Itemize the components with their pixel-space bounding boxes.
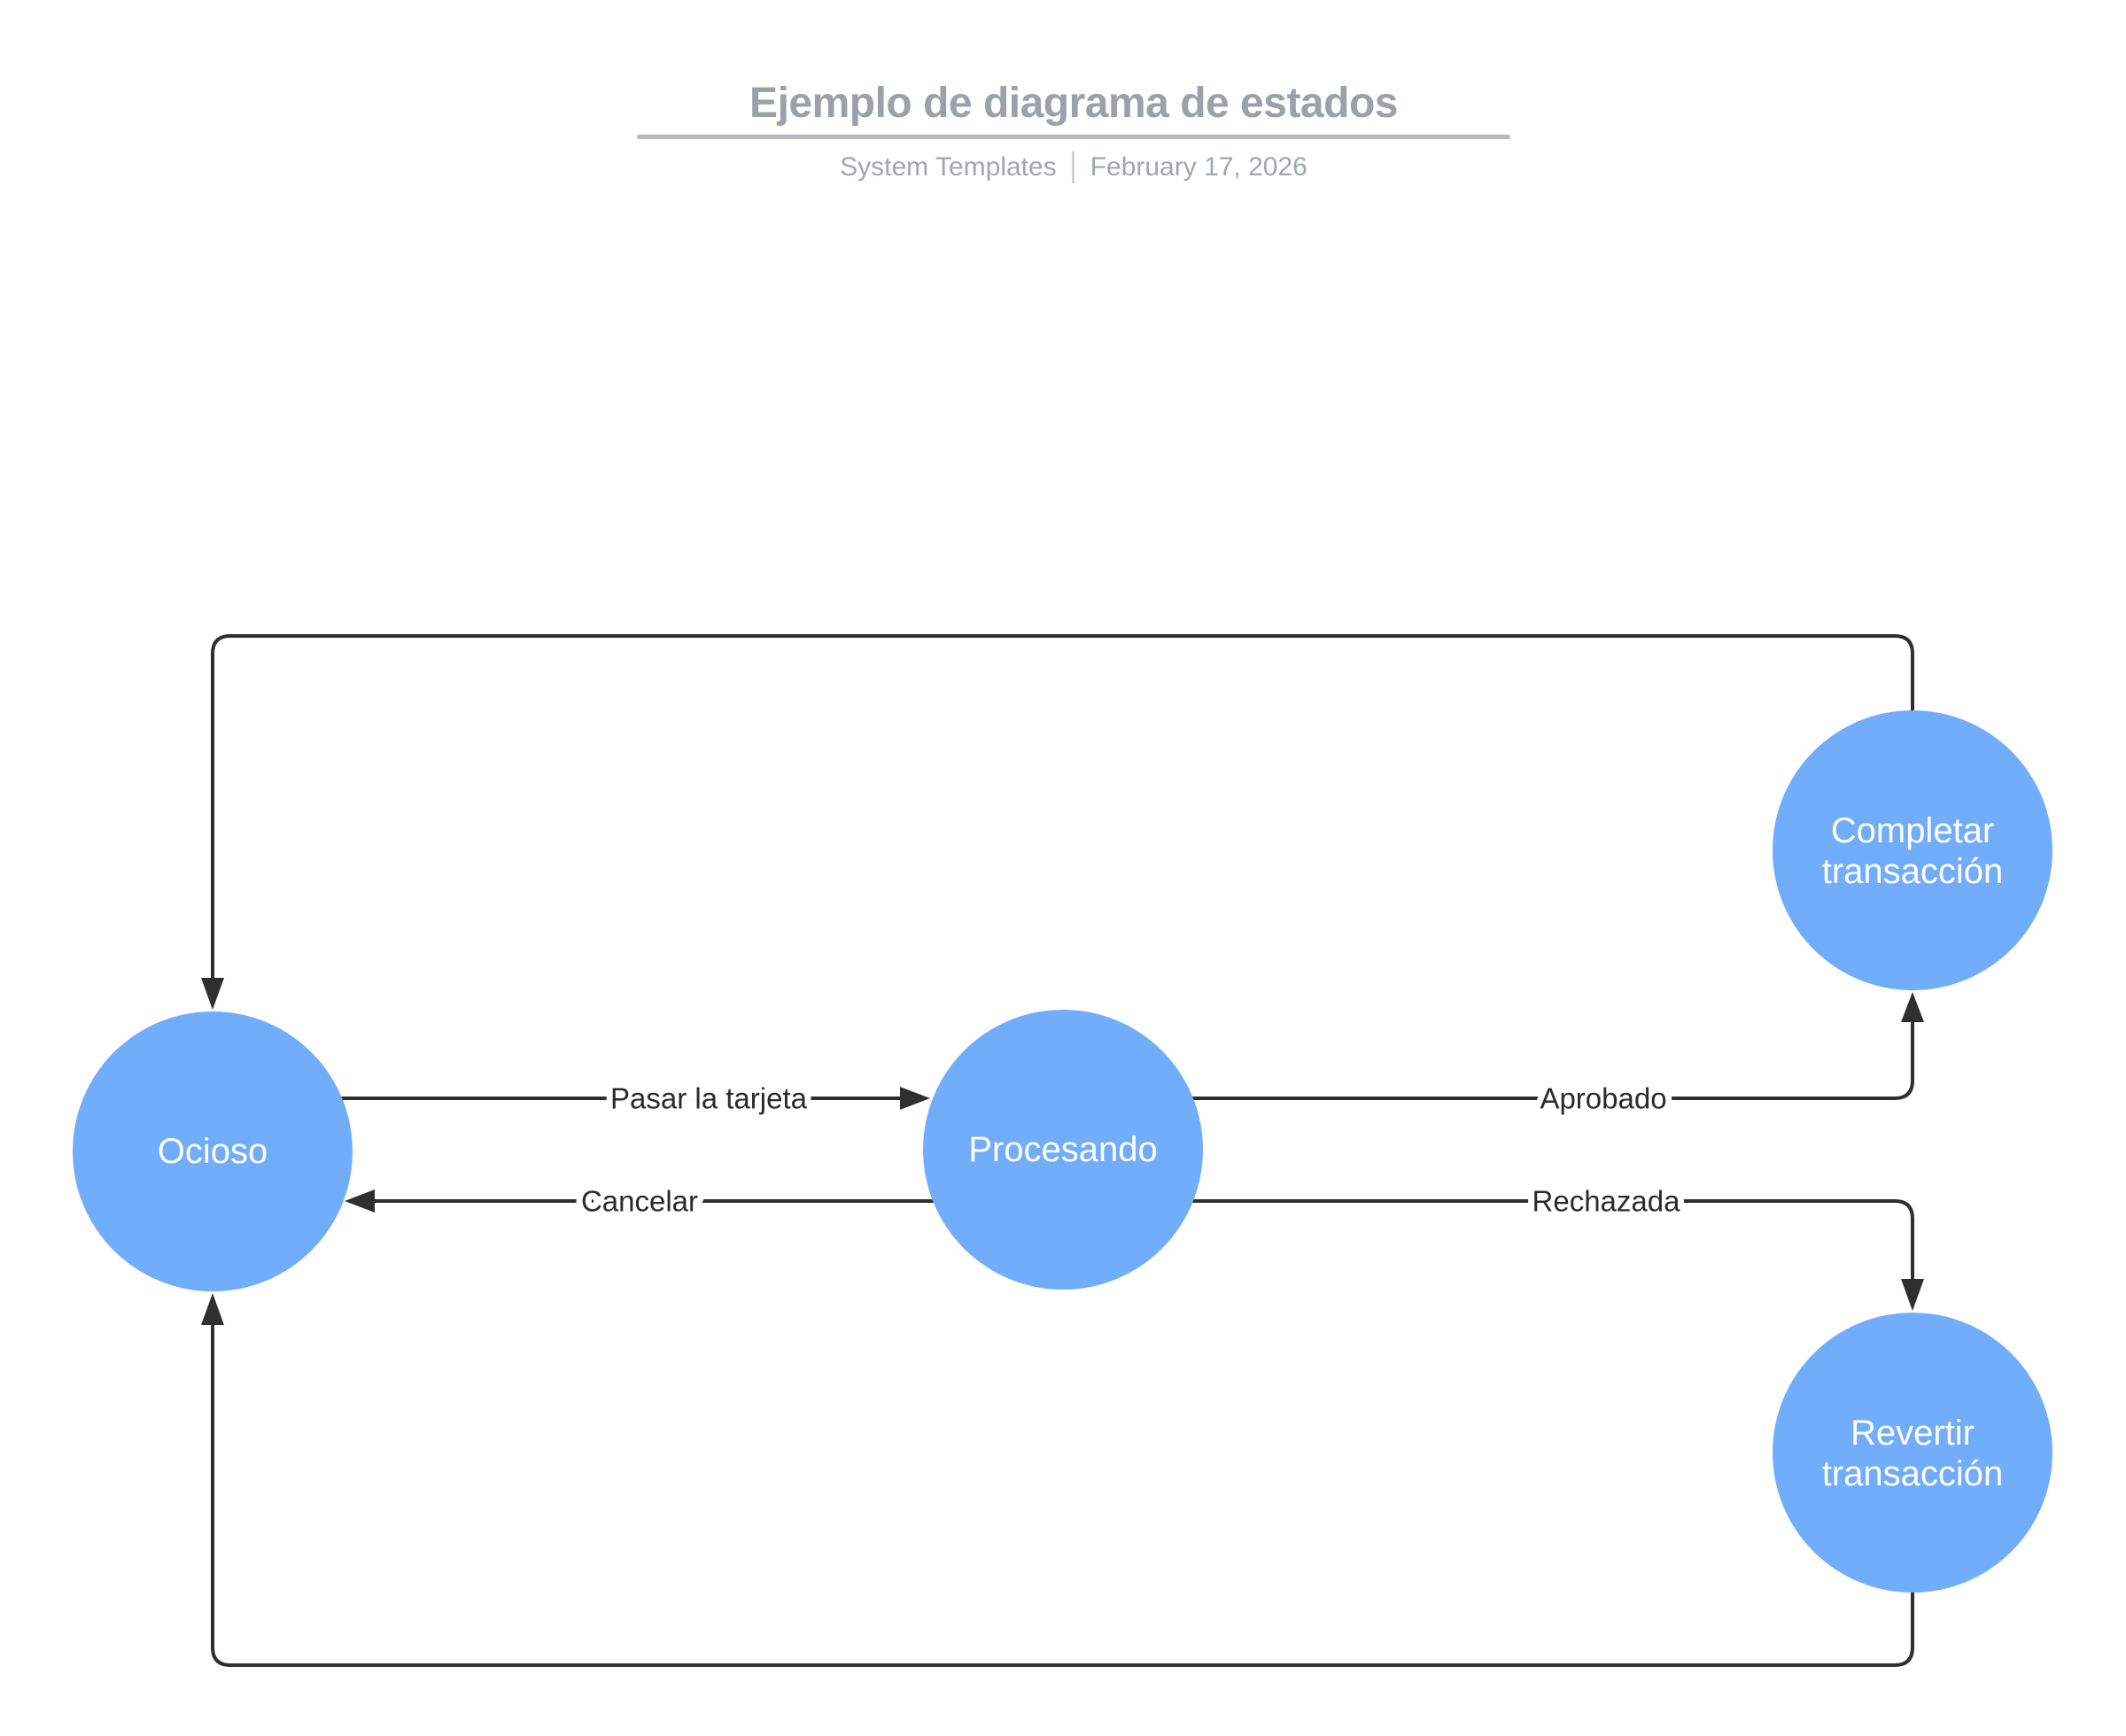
edge-rechazada: Rechazada [1191, 1179, 1924, 1311]
subtitle-date: February 17, 2026 [1090, 151, 1307, 182]
node-completar-transaccion: Completar transacción [1773, 710, 2052, 990]
edge-path [211, 634, 1914, 980]
edge-arrowhead [345, 1190, 375, 1213]
edge-cancelar: Cancelar [345, 1179, 935, 1224]
page-title: Ejemplo de diagrama de estados [749, 80, 1398, 127]
edge-arrowhead [1901, 992, 1924, 1022]
node-label-completar-line1: Completar [1831, 811, 1995, 850]
node-label-revertir-line2: transacción [1822, 1454, 2004, 1493]
edge-arrowhead [900, 1087, 930, 1110]
node-label-procesando: Procesando [968, 1130, 1157, 1169]
edge-aprobado: Aprobado [1191, 992, 1924, 1121]
subtitle-author: System Templates [840, 151, 1057, 182]
edge-label-rechazada: Rechazada [1532, 1185, 1681, 1218]
edge-arrowhead [1901, 1279, 1924, 1311]
edge-label-pasar-la-tarjeta: Pasar la tarjeta [610, 1082, 808, 1115]
node-ocioso: Ocioso [73, 1011, 353, 1291]
node-procesando: Procesando [923, 1010, 1203, 1290]
diagram-subtitle: System Templates February 17, 2026 [638, 151, 1510, 183]
node-label-revertir-line1: Revertir [1851, 1414, 1975, 1453]
state-circle [1773, 710, 2052, 990]
edge-path [211, 1323, 1914, 1667]
edge-path [1191, 1199, 1914, 1281]
edge-pasar-la-tarjeta: Pasar la tarjeta [340, 1076, 930, 1121]
state-circle [923, 1010, 1203, 1290]
node-label-completar-line2: transacción [1822, 852, 2004, 891]
title-underline [637, 134, 1510, 139]
state-circle [1773, 1313, 2052, 1593]
subtitle-separator [1072, 151, 1075, 183]
edge-revertir-to-ocioso [201, 1293, 1914, 1667]
edge-label-aprobado: Aprobado [1540, 1082, 1666, 1115]
node-label-ocioso: Ocioso [158, 1132, 268, 1171]
edge-path [1191, 1020, 1914, 1100]
edge-label-cancelar: Cancelar [581, 1185, 698, 1218]
edge-arrowhead [201, 978, 224, 1010]
state-circle [73, 1011, 353, 1291]
diagram-header: Ejemplo de diagrama de estados System Te… [637, 78, 1510, 183]
edge-arrowhead [201, 1293, 224, 1325]
edge-completar-to-ocioso [201, 634, 1914, 1010]
node-revertir-transaccion: Revertir transacción [1773, 1313, 2052, 1593]
